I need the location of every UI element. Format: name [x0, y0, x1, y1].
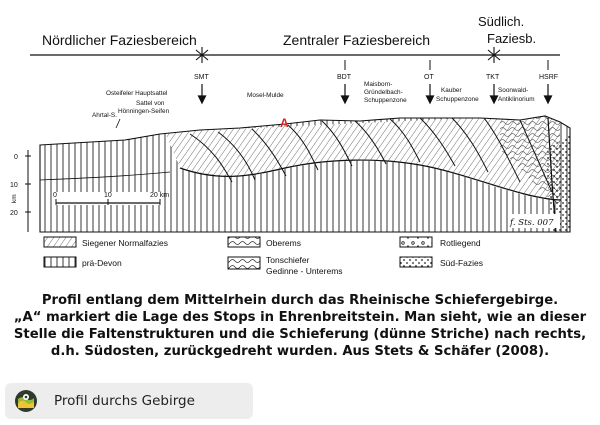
zone-south-label-line1: Südlich. — [478, 14, 524, 29]
legend-swatch-rotliegend — [400, 237, 432, 247]
fault-arrow-bdt — [342, 84, 349, 103]
structure-label-sattel-1: Sattel von — [136, 100, 165, 107]
fault-arrow-smt — [199, 84, 206, 103]
structure-label-soonwald-1: Soonwald- — [498, 87, 528, 94]
depth-tick-10: 10 — [10, 182, 18, 189]
author-signature: f. Sts. 007 — [509, 218, 554, 228]
structure-label-sattel-2: Hönningen-Seifen — [118, 108, 170, 115]
fault-arrow-tkt — [491, 84, 498, 103]
legend-swatch-sued — [400, 257, 432, 267]
legend: Siegener Normalfazies prä-Devon Oberems … — [44, 237, 483, 276]
depth-tick-0: 0 — [14, 154, 18, 161]
structure-label-maisborn-2: Gründelbach- — [364, 89, 403, 96]
caption-line-1: Profil entlang dem Mittelrhein durch das… — [4, 292, 596, 309]
legend-label-tonschiefer-1: Tonschiefer — [266, 255, 310, 265]
structure-label-ahrtal: Ahrtal-S. — [92, 112, 117, 119]
fault-label-hsrf: HSRF — [539, 74, 558, 81]
legend-swatch-praedevon — [44, 257, 76, 267]
caption-line-3: Stelle die Faltenstrukturen und die Schi… — [4, 326, 596, 343]
structure-pointer-ahrtal — [116, 119, 120, 128]
footer-label: Profil durchs Gebirge — [54, 393, 195, 409]
legend-swatch-oberems — [228, 237, 260, 247]
depth-tick-20: 20 — [10, 210, 18, 217]
legend-swatch-siegener — [44, 237, 76, 247]
legend-label-praedevon: prä-Devon — [82, 258, 122, 268]
structure-label-kauber-2: Schuppenzone — [436, 96, 479, 103]
structure-label-soonwald-2: Antiklinorium — [498, 96, 535, 103]
zone-south-label-line2: Faziesb. — [487, 31, 536, 46]
caption-line-4: d.h. Südosten, zurückgedreht wurden. Aus… — [4, 343, 596, 360]
fault-label-bdt: BDT — [337, 74, 352, 81]
map-pin-icon — [14, 389, 38, 413]
caption-line-2: „A“ markiert die Lage des Stops in Ehren… — [4, 309, 596, 326]
legend-label-rotliegend: Rotliegend — [440, 238, 481, 248]
legend-swatch-tonschiefer — [228, 257, 260, 269]
structure-label-osteifel: Osteifeler Hauptsattel — [106, 90, 167, 97]
scale-bar: 0 10 20 km — [52, 192, 169, 205]
geological-profile-figure: Nördlicher Faziesbereich Zentraler Fazie… — [0, 0, 600, 290]
legend-label-sued: Süd-Fazies — [440, 258, 483, 268]
fault-arrow-hsrf — [545, 84, 552, 103]
fault-label-ot: OT — [424, 74, 434, 81]
structure-label-maisborn-1: Maisborn- — [364, 81, 392, 88]
structure-label-kauber-1: Kauber — [441, 87, 462, 94]
legend-label-oberems: Oberems — [266, 238, 301, 248]
figure-caption: Profil entlang dem Mittelrhein durch das… — [4, 292, 596, 360]
scale-tick-10: 10 — [104, 192, 112, 199]
fault-label-smt: SMT — [194, 74, 210, 81]
fault-label-tkt: TKT — [486, 74, 500, 81]
footer-link-profil[interactable]: Profil durchs Gebirge — [5, 383, 253, 419]
scale-tick-20: 20 km — [150, 192, 169, 199]
legend-label-siegener: Siegener Normalfazies — [82, 238, 168, 248]
fault-arrow-ot — [427, 84, 434, 103]
cross-section-body — [40, 110, 570, 235]
zone-central-label: Zentraler Faziesbereich — [283, 32, 430, 48]
legend-label-tonschiefer-2: Gedinne - Unterems — [266, 266, 343, 276]
structure-label-mosel: Mosel-Mulde — [247, 92, 284, 99]
stop-marker-a: A — [280, 116, 289, 130]
scale-tick-0: 0 — [53, 192, 57, 199]
depth-axis: 0 10 20 km — [10, 150, 31, 232]
depth-axis-unit: km — [11, 194, 18, 203]
zone-north-label: Nördlicher Faziesbereich — [42, 32, 197, 48]
structure-label-maisborn-3: Schuppenzone — [364, 97, 407, 104]
